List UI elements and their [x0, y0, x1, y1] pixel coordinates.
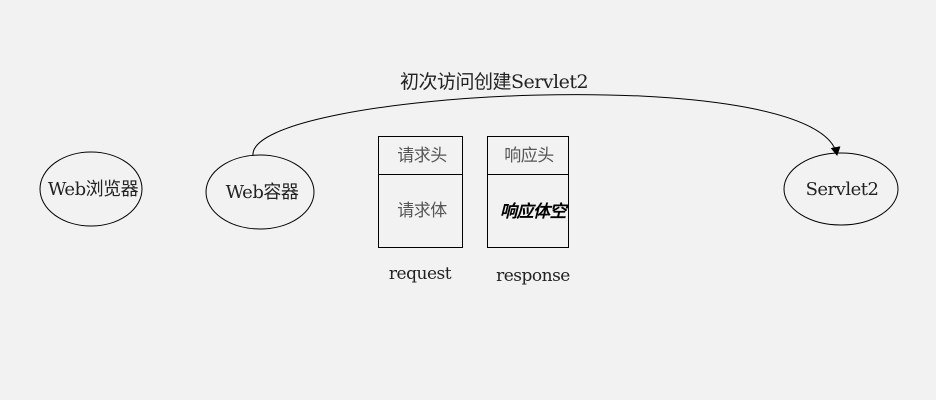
create-servlet-arrow [252, 94, 841, 157]
request-box: 请求头 请求体 [378, 136, 463, 248]
browser-label: Web浏览器 [48, 179, 139, 200]
arrow-label: 初次访问创建Servlet2 [400, 71, 588, 93]
request-body-label: 请求体 [397, 201, 447, 221]
browser-node: Web浏览器 [39, 151, 143, 227]
container-node: Web容器 [205, 154, 315, 230]
container-ellipse [205, 154, 315, 230]
response-header-label: 响应头 [504, 146, 554, 166]
browser-ellipse [39, 151, 143, 227]
container-label: Web容器 [226, 182, 299, 203]
request-caption: request [389, 264, 452, 284]
servlet-ellipse [783, 152, 899, 226]
response-body-label: 响应体空 [500, 202, 569, 222]
request-header-label: 请求头 [397, 146, 447, 166]
servlet-node: Servlet2 [783, 152, 899, 226]
response-box: 响应头 响应体空 [487, 136, 570, 248]
response-caption: response [496, 266, 570, 286]
response-outline [487, 136, 569, 248]
servlet-label: Servlet2 [806, 179, 879, 200]
request-outline [378, 136, 463, 248]
